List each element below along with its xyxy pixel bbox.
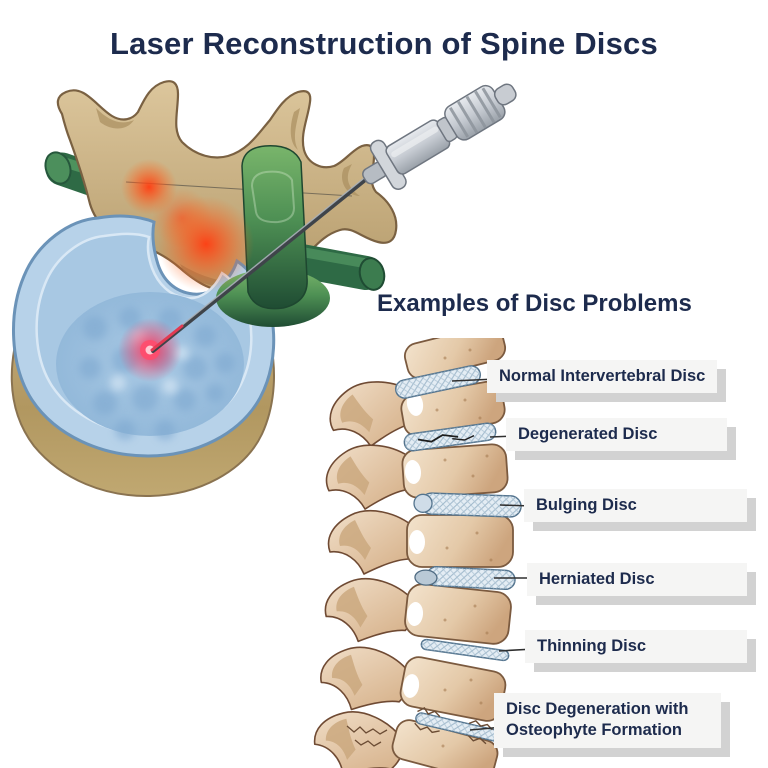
- disc-thinning: [420, 638, 510, 662]
- label-herniated-disc: Herniated Disc: [527, 563, 747, 597]
- laser-needle: [150, 178, 366, 353]
- syringe-device: [362, 83, 517, 190]
- page-title: Laser Reconstruction of Spine Discs: [110, 26, 658, 61]
- label-thinning-disc: Thinning Disc: [525, 630, 747, 664]
- disc-osteophyte: [414, 707, 501, 745]
- label-disc-degeneration-osteophyte: Disc Degeneration with Osteophyte Format…: [494, 693, 721, 748]
- laser-point: [118, 318, 182, 382]
- laser-procedure-illustration: [10, 80, 517, 498]
- vertebral-processes: [313, 381, 419, 768]
- disc-bulging: [413, 492, 522, 518]
- label-degenerated-disc: Degenerated Disc: [506, 418, 727, 452]
- inflammation-glow: [121, 159, 254, 292]
- section-heading: Examples of Disc Problems: [377, 290, 692, 317]
- disc-normal: [394, 365, 482, 399]
- spine-discs: [394, 365, 522, 745]
- spine-lateral-illustration: [313, 338, 522, 768]
- spinal-nerve-root-right: [279, 243, 386, 291]
- intervertebral-foramina: [402, 392, 425, 698]
- label-bulging-disc: Bulging Disc: [524, 489, 747, 523]
- disc-herniated: [414, 565, 516, 591]
- bone-speckles: [435, 348, 493, 748]
- osteophyte-spurs: [346, 725, 388, 747]
- disc-degenerated: [403, 422, 497, 452]
- label-normal-intervertebral-disc: Normal Intervertebral Disc: [487, 360, 718, 394]
